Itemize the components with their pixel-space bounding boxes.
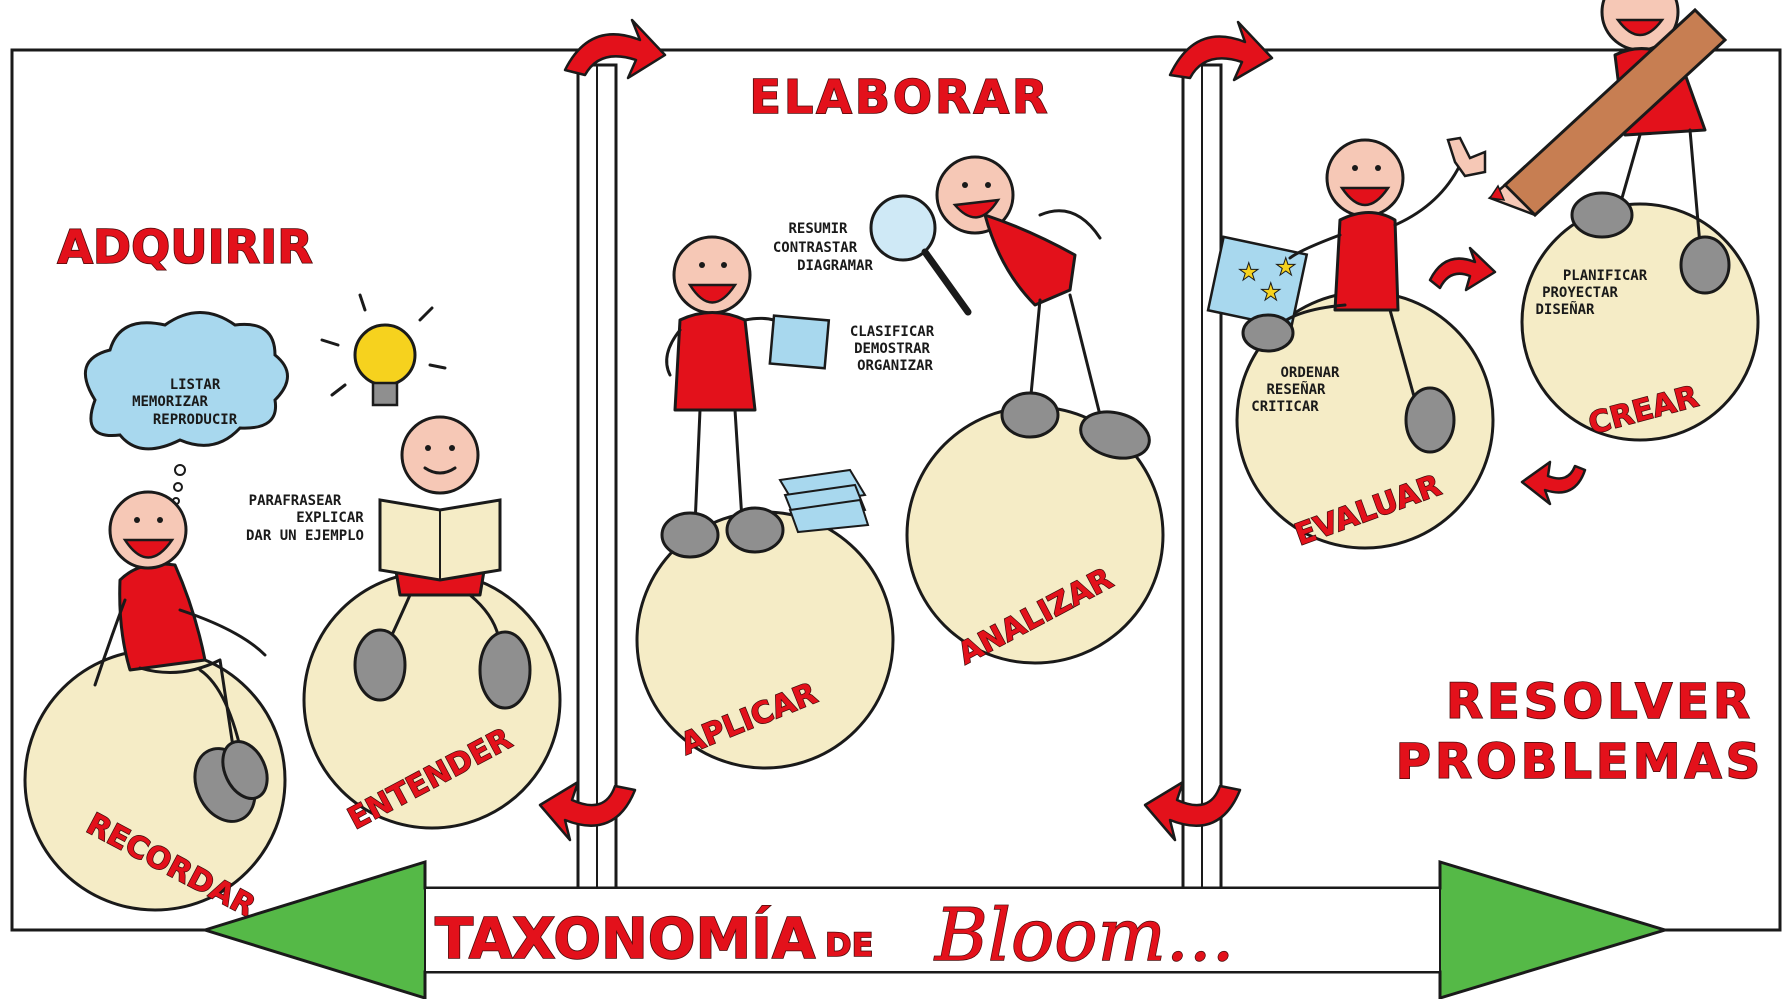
title-elaborar: ELABORAR xyxy=(750,70,1051,124)
svg-text:★: ★ xyxy=(1238,258,1260,286)
verb-disenar: DISEÑAR xyxy=(1535,301,1595,318)
verb-criticar: CRITICAR xyxy=(1251,399,1319,415)
verb-planificar: PLANIFICAR xyxy=(1563,268,1648,284)
verb-resenar: RESEÑAR xyxy=(1266,381,1326,398)
title-problemas: PROBLEMAS xyxy=(1396,734,1764,790)
verb-organizar: ORGANIZAR xyxy=(857,358,933,374)
verb-explicar: EXPLICAR xyxy=(296,510,364,526)
svg-text:★: ★ xyxy=(1260,278,1282,306)
verb-resumir: RESUMIR xyxy=(788,221,848,237)
banner-bloom: Bloom... xyxy=(933,893,1235,977)
verb-clasificar: CLASIFICAR xyxy=(850,324,935,340)
verb-ordenar: ORDENAR xyxy=(1280,365,1340,381)
verb-proyectar: PROYECTAR xyxy=(1542,285,1618,301)
verb-contrastar: CONTRASTAR xyxy=(773,240,858,256)
verb-diagramar: DIAGRAMAR xyxy=(797,258,873,274)
title-resolver: RESOLVER xyxy=(1446,674,1754,730)
divider-pole-right xyxy=(1183,65,1221,900)
star-card-icon: ★ ★ ★ xyxy=(1208,237,1307,328)
verb-memorizar: MEMORIZAR xyxy=(132,394,208,410)
banner-de: DE xyxy=(825,926,873,964)
verb-parafrasear: PARAFRASEAR xyxy=(249,493,342,509)
paper-icon xyxy=(770,316,829,369)
banner-taxonomia: TAXONOMÍA xyxy=(435,906,816,972)
title-adquirir: ADQUIRIR xyxy=(57,220,312,274)
divider-pole-left xyxy=(578,65,616,900)
verb-reproducir: REPRODUCIR xyxy=(153,412,238,428)
book-icon xyxy=(380,500,500,580)
verb-dar-ejemplo: DAR UN EJEMPLO xyxy=(246,528,364,544)
verb-demostrar: DEMOSTRAR xyxy=(854,341,930,357)
verb-listar: LISTAR xyxy=(170,377,221,393)
